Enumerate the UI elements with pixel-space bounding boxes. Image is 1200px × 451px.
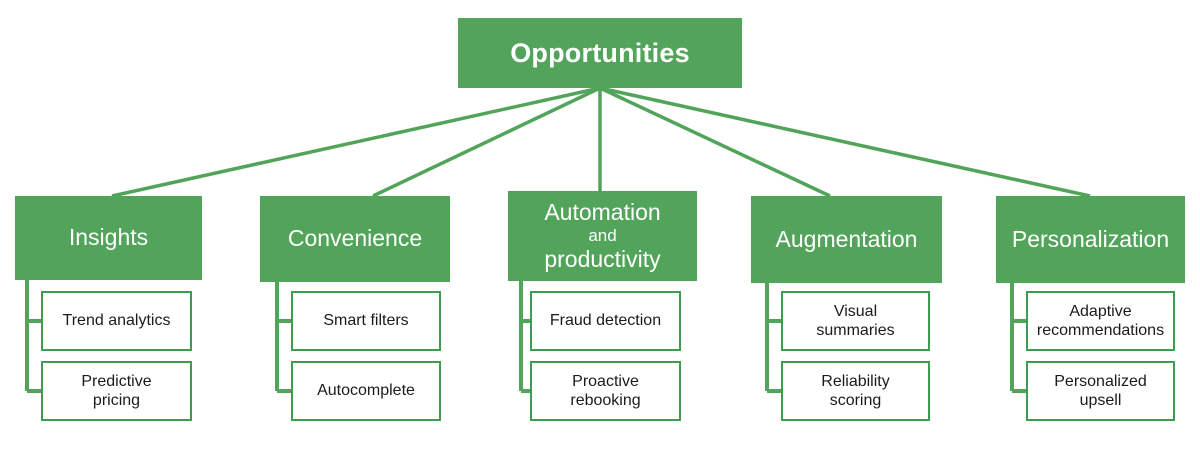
leaf-node[interactable]: Visual summaries [781, 291, 930, 351]
leaf-node-label: Reliability scoring [821, 372, 890, 409]
branch-node-label-line: productivity [544, 246, 661, 273]
root-node-opportunities[interactable]: Opportunities [458, 18, 742, 88]
leaf-node-label: Visual summaries [816, 302, 895, 339]
root-to-augmentation-connector [599, 86, 831, 198]
leaf-node-label: Autocomplete [317, 382, 415, 400]
leaf-node[interactable]: Adaptive recommendations [1026, 291, 1175, 351]
leaf-node-label: Personalized upsell [1054, 372, 1147, 409]
branch-node-convenience[interactable]: Convenience [260, 196, 450, 282]
leaf-node-label: Predictive pricing [81, 372, 152, 409]
leaf-node-label: Proactive rebooking [570, 372, 641, 409]
branch-node-insights[interactable]: Insights [15, 196, 202, 280]
leaf-node[interactable]: Predictive pricing [41, 361, 192, 421]
branch-node-label-line: Personalization [1011, 225, 1170, 252]
leaf-node-label: Trend analytics [62, 312, 171, 330]
branch-node-label-line: Insights [68, 224, 149, 251]
root-node-label: Opportunities [510, 37, 690, 68]
leaf-node[interactable]: Proactive rebooking [530, 361, 681, 421]
branch-node-personalization[interactable]: Personalization [996, 196, 1185, 283]
leaf-node-label: Fraud detection [549, 312, 662, 330]
leaf-node[interactable]: Autocomplete [291, 361, 441, 421]
leaf-node[interactable]: Personalized upsell [1026, 361, 1175, 421]
branch-node-label-line: Augmentation [775, 225, 918, 252]
branch-node-label-line: Convenience [287, 225, 423, 252]
branch-node-label-line: and [588, 225, 617, 245]
leaf-node[interactable]: Reliability scoring [781, 361, 930, 421]
branch-node-augmentation[interactable]: Augmentation [751, 196, 942, 283]
root-to-convenience-connector [372, 86, 601, 198]
branch-node-label-line: Automation [544, 198, 661, 225]
leaf-node[interactable]: Fraud detection [530, 291, 681, 351]
leaf-node-label: Smart filters [323, 312, 409, 330]
root-to-personalization-connector [599, 86, 1091, 198]
leaf-node[interactable]: Trend analytics [41, 291, 192, 351]
root-to-insights-connector [111, 86, 601, 198]
leaf-node-label: Adaptive recommendations [1036, 302, 1165, 339]
leaf-node[interactable]: Smart filters [291, 291, 441, 351]
